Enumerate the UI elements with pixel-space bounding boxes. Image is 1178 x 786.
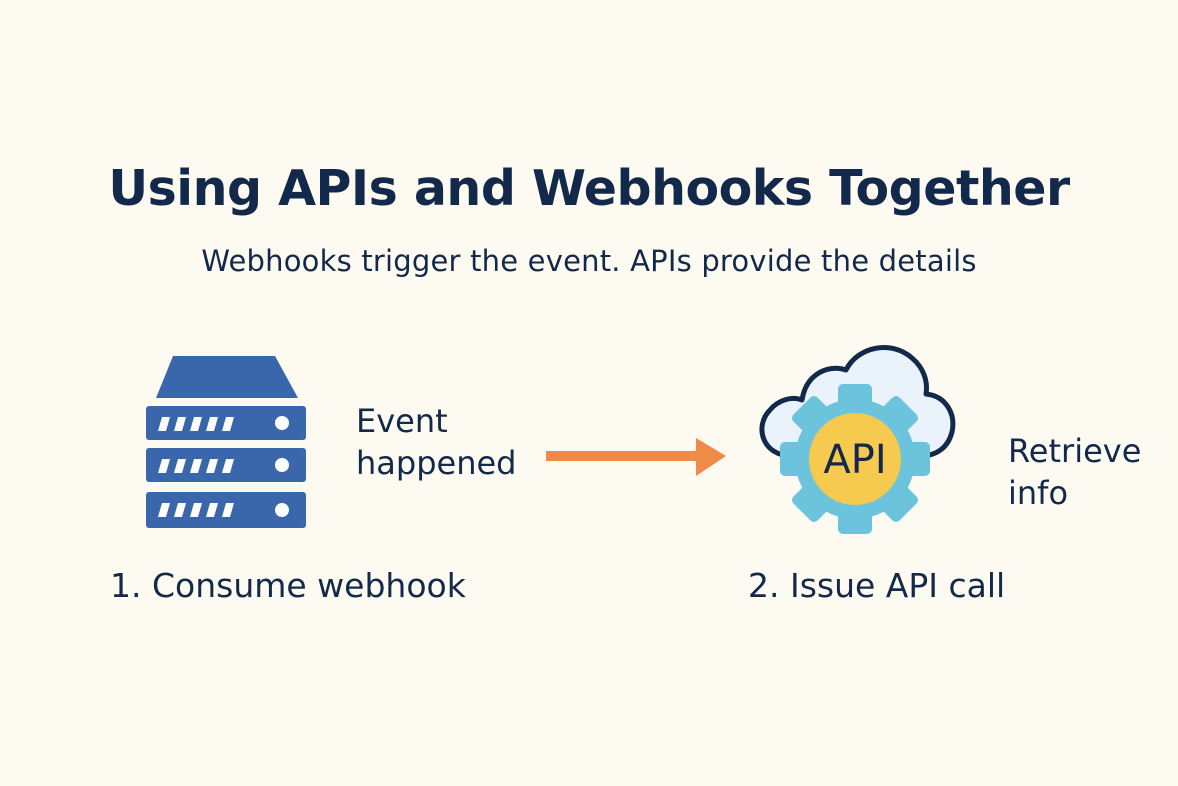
retrieve-label-line-1: Retrieve — [1008, 432, 1142, 470]
event-label-line-1: Event — [356, 402, 448, 440]
server-roof — [156, 356, 298, 398]
server-rack-3-vents — [158, 503, 234, 517]
api-badge — [809, 413, 901, 505]
server-rack-1-led — [275, 416, 289, 430]
retrieve-label-line-2: info — [1008, 474, 1069, 512]
page-title: Using APIs and Webhooks Together — [108, 160, 1070, 217]
step-two-label: 2. Issue API call — [748, 566, 1006, 605]
event-label-line-2: happened — [356, 444, 517, 482]
arrow-head — [696, 438, 726, 476]
server-rack-3-led — [275, 503, 289, 517]
step-one-label: 1. Consume webhook — [110, 566, 466, 605]
page-subtitle: Webhooks trigger the event. APIs provide… — [201, 244, 977, 278]
arrow-shaft — [546, 451, 696, 461]
server-rack-2-vents — [158, 459, 234, 473]
api-badge-text: API — [823, 437, 886, 483]
retrieve-label: Retrieve info — [1008, 430, 1173, 514]
server-rack-1-vents — [158, 417, 234, 431]
cloud-gear-api-icon: API — [759, 345, 956, 534]
server-icon — [146, 356, 306, 528]
arrow-right-icon — [546, 438, 726, 476]
event-label: Event happened — [356, 400, 556, 484]
server-rack-2-led — [275, 458, 289, 472]
